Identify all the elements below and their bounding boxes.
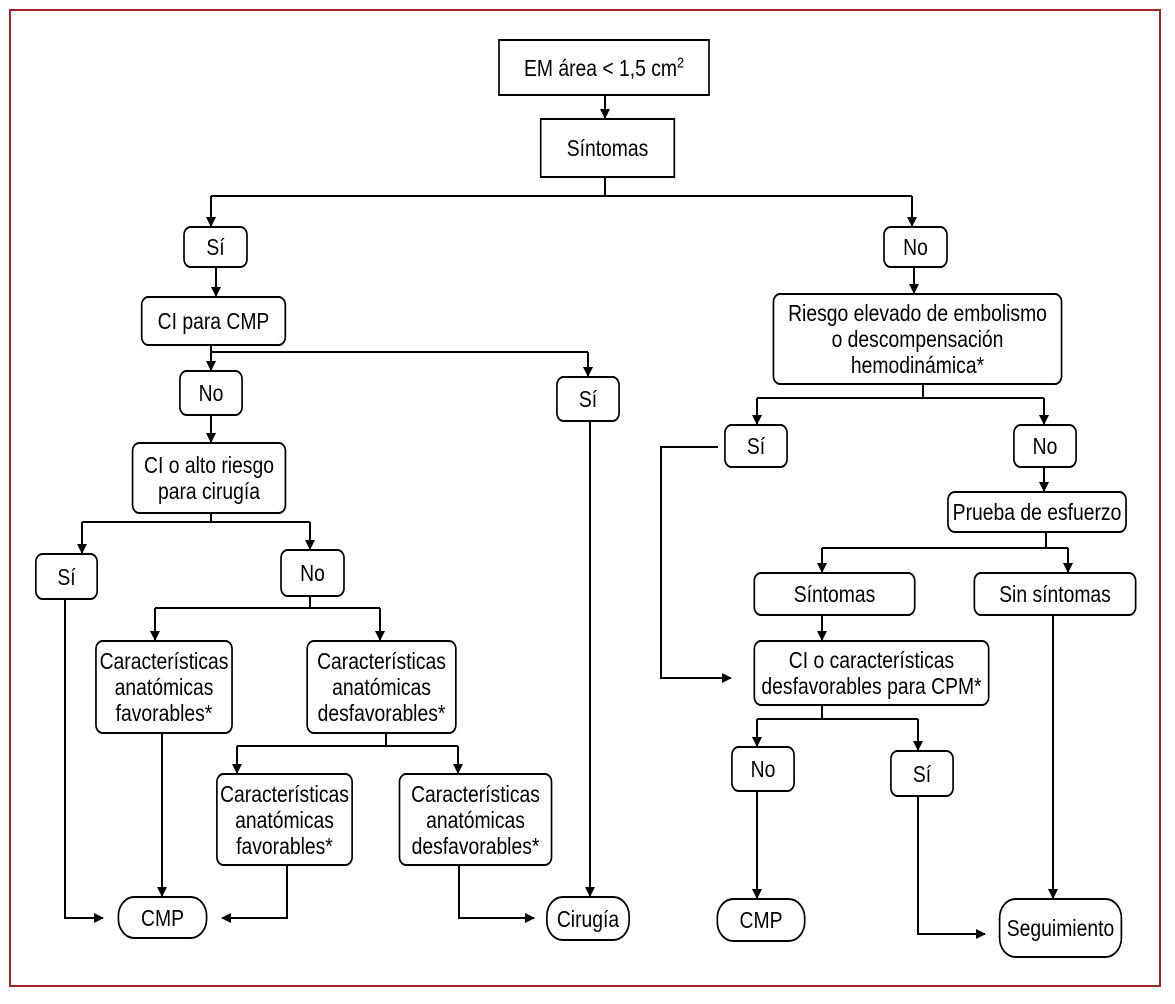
node-ci-cmp: CI para CMP [140, 296, 287, 346]
node-label: Seguimiento [1006, 915, 1115, 941]
edge-prueba-branch [822, 533, 1068, 549]
node-label: Prueba de esfuerzo [952, 499, 1122, 525]
node-label: No [300, 560, 325, 586]
node-ci-car: CI o características desfavorables para … [753, 640, 990, 706]
node-label: Sí [746, 433, 766, 459]
node-no-ci: No [280, 549, 345, 597]
edge-si-ci-cmp [64, 600, 104, 923]
node-label: Características anatómicas desfavorables… [411, 780, 540, 859]
node-car-desf1: Características anatómicas desfavorables… [306, 640, 457, 734]
node-cmp2: CMP [716, 898, 806, 942]
node-car-desf2: Características anatómicas desfavorables… [398, 773, 553, 866]
node-label: No [750, 756, 776, 782]
edge-riesgo-branch [757, 385, 1044, 399]
node-label: Síntomas [566, 135, 649, 161]
node-sintomas-top: Síntomas [539, 118, 676, 178]
node-sin-sintomas: Sin síntomas [973, 572, 1137, 616]
edge-no-ci-branch [155, 597, 380, 609]
node-label: Características anatómicas favorables* [220, 780, 349, 859]
node-label: No [903, 234, 928, 260]
edge-sicpm-seg [917, 797, 986, 939]
edge-cicar-branch [757, 706, 918, 720]
node-label: Sí [578, 386, 598, 412]
node-ci-alto: CI o alto riesgo para cirugía [131, 442, 287, 514]
node-prueba: Prueba de esfuerzo [947, 491, 1127, 533]
node-label: CMP [141, 904, 184, 931]
node-si-riesgo: Sí [724, 424, 788, 468]
node-label: CI o características desfavorables para … [761, 647, 982, 699]
node-label: Características anatómicas favorables* [99, 648, 229, 726]
node-no-right: No [883, 226, 948, 268]
em-area-label: EM área < 1,5 cm [523, 54, 678, 81]
node-si-ci: Sí [35, 553, 98, 600]
node-car-fav2: Características anatómicas favorables* [216, 773, 353, 866]
node-label: Síntomas [793, 581, 876, 607]
node-em-area: EM área < 1,5 cm2 [498, 39, 710, 96]
node-si-cir: Sí [556, 376, 620, 422]
node-label: CI o alto riesgo para cirugía [144, 452, 274, 504]
node-no-cpm: No [731, 746, 795, 792]
node-cmp1: CMP [117, 896, 208, 939]
node-riesgo: Riesgo elevado de embolismo o descompens… [772, 293, 1063, 385]
edge-desf1-branch [237, 734, 458, 747]
edge-cialto-branch [82, 514, 310, 523]
node-label: CMP [739, 907, 783, 933]
node-si-cpm: Sí [890, 750, 954, 797]
node-label: Sí [57, 563, 76, 590]
edge-desf2-cir [458, 866, 535, 923]
node-si-left: Sí [183, 226, 248, 268]
edge-ci-branch [210, 346, 588, 353]
em-area-sup: 2 [677, 53, 685, 71]
edge-si-riesgo-cicar [660, 446, 732, 683]
node-label: Sin síntomas [999, 581, 1111, 607]
node-label: No [198, 380, 224, 406]
node-cirugia: Cirugía [546, 896, 630, 941]
node-car-fav1: Características anatómicas favorables* [95, 640, 233, 734]
node-label: Cirugía [556, 905, 620, 932]
node-no-left2: No [179, 370, 243, 416]
node-seguimiento: Seguimiento [998, 898, 1123, 958]
node-label: Sí [206, 234, 225, 260]
node-label: Sí [912, 760, 932, 787]
node-label: Características anatómicas desfavorables… [317, 648, 446, 726]
node-no-riesgo: No [1013, 424, 1077, 468]
node-label: Riesgo elevado de embolismo o descompens… [788, 300, 1047, 378]
node-label: No [1032, 433, 1058, 459]
edge-sintomas-branch [211, 178, 912, 197]
node-sintomas-pe: Síntomas [753, 572, 916, 616]
edge-fav2-cmp [221, 866, 288, 923]
node-label: CI para CMP [157, 308, 270, 334]
